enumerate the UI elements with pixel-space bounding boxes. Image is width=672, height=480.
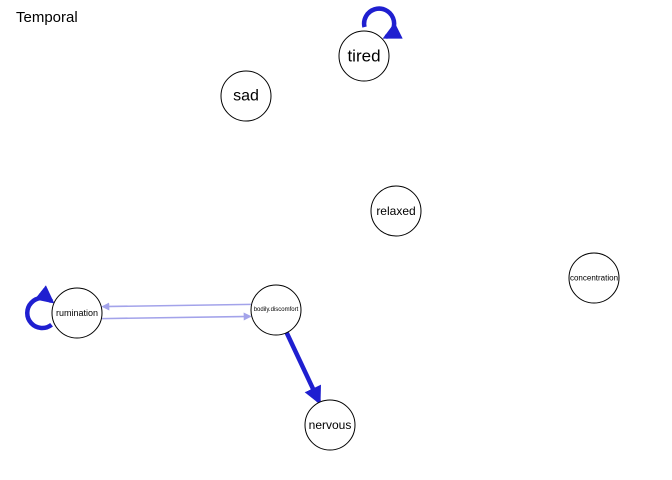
node-circle [51,287,103,339]
node-relaxed: relaxed [370,185,422,237]
node-circle [304,399,356,451]
node-circle [338,30,390,82]
edge-bodily-discomfort-to-rumination [101,302,251,311]
node-bodily-discomfort: bodily.discomfort [250,284,302,336]
node-label: concentration [570,274,618,283]
nodes-layer: tired sad relaxed concentration rumination bo… [51,30,620,451]
node-label: bodily.discomfort [254,307,299,313]
node-label: relaxed [376,204,415,218]
node-circle [220,70,272,122]
edge-rumination-to-rumination [25,285,55,331]
node-label: nervous [309,418,352,432]
node-sad: sad [220,70,272,122]
node-tired: tired [338,30,390,82]
node-label: tired [347,47,380,66]
plot-title: Temporal [16,9,78,26]
edge-rumination-to-bodily-discomfort [102,312,252,321]
edge-tired-to-tired [361,6,403,40]
edges-layer [25,6,403,405]
node-label: rumination [56,308,98,318]
node-circle [568,252,620,304]
node-concentration: concentration [568,252,620,304]
node-circle [370,185,422,237]
node-label: sad [233,88,259,105]
node-rumination: rumination [51,287,103,339]
node-circle [250,284,302,336]
node-nervous: nervous [304,399,356,451]
edge-bodily-discomfort-to-nervous [284,331,321,405]
